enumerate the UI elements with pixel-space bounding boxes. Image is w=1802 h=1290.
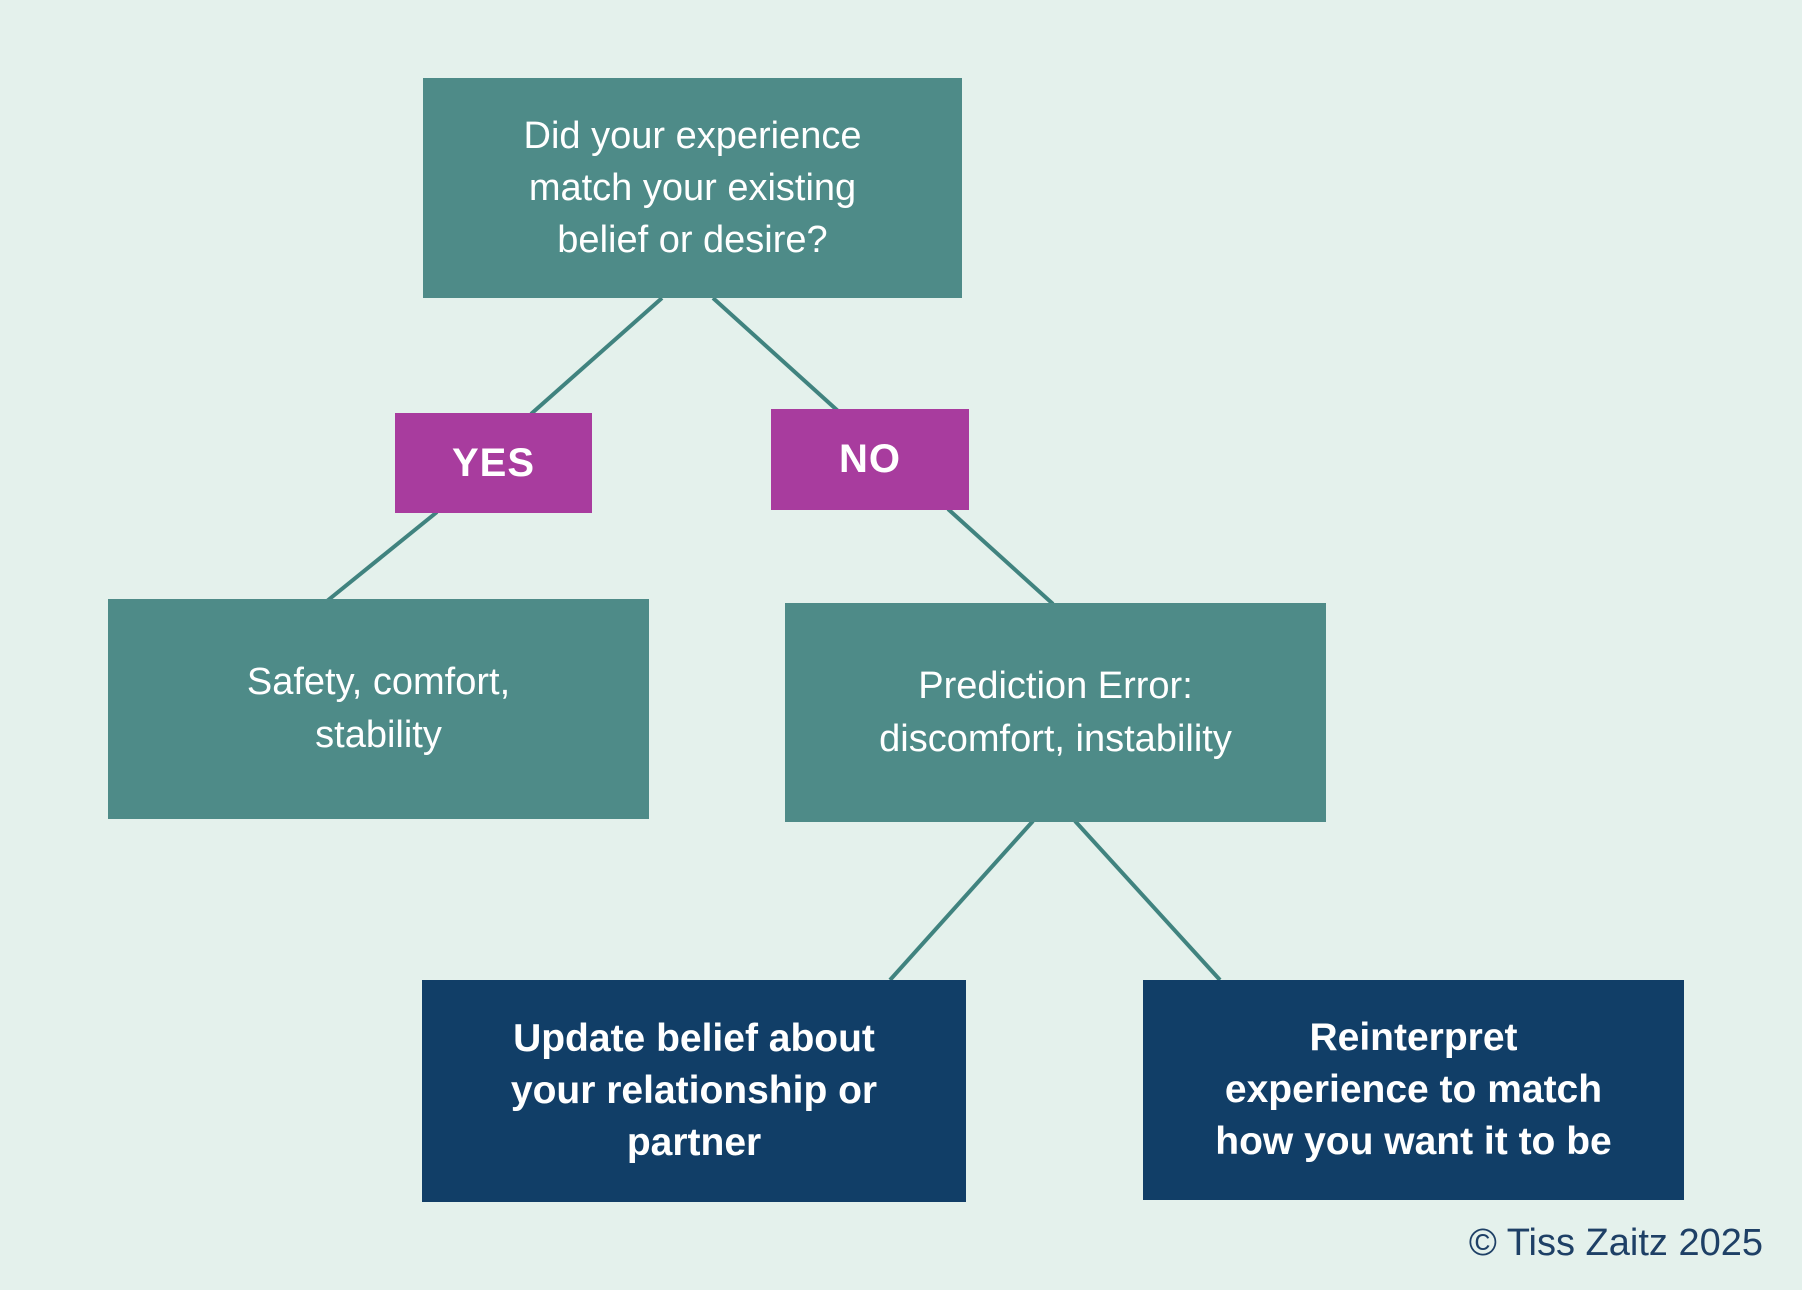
no-branch-node: NO [771, 409, 969, 510]
connector-outcome-reinterpret [1073, 819, 1222, 982]
no-label: NO [839, 437, 901, 481]
yes-branch-node: YES [395, 413, 592, 513]
no-outcome-text: Prediction Error: discomfort, instabilit… [879, 664, 1232, 760]
question-text: Did your experience match your existing … [523, 115, 862, 261]
connector-root-yes [529, 296, 664, 416]
question-node: Did your experience match your existing … [423, 78, 962, 298]
connector-no-outcome [946, 507, 1055, 606]
yes-outcome-text: Safety, comfort, stability [246, 661, 511, 756]
update-belief-node: Update belief about your relationship or… [422, 980, 966, 1202]
connector-outcome-update [888, 819, 1035, 982]
reinterpret-text: Reinterpret experience to match how you … [1215, 1016, 1612, 1163]
copyright-text: © Tiss Zaitz 2025 [1468, 1222, 1763, 1264]
connector-yes-outcome [325, 510, 439, 603]
yes-outcome-node: Safety, comfort, stability [108, 599, 649, 819]
connector-root-no [711, 296, 840, 413]
no-outcome-node: Prediction Error: discomfort, instabilit… [785, 603, 1326, 822]
reinterpret-node: Reinterpret experience to match how you … [1143, 980, 1684, 1200]
update-belief-text: Update belief about your relationship or… [510, 1017, 878, 1164]
yes-label: YES [451, 440, 536, 485]
